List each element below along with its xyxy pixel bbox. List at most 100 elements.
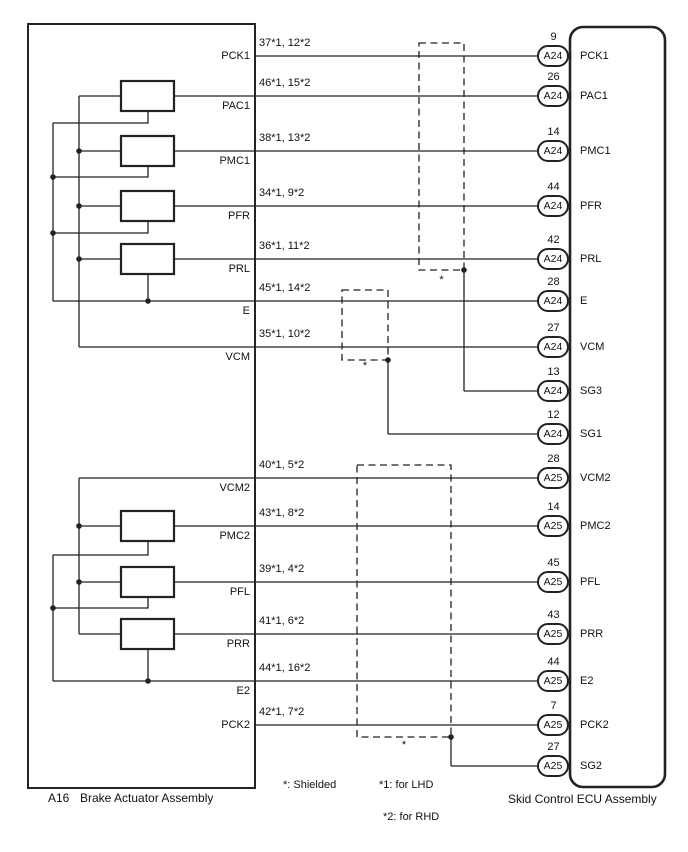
shield-box-upper bbox=[418, 42, 465, 271]
terminal-oval-pmc2 bbox=[537, 515, 569, 537]
ecu-pin-label-sg1: SG1 bbox=[580, 428, 603, 440]
pin-label-pck2: PCK2 bbox=[221, 719, 250, 731]
ecu-pin-label-sg3: SG3 bbox=[580, 385, 603, 397]
connector-badge-sg1: A24 bbox=[543, 428, 563, 440]
terminal-oval-prl bbox=[537, 248, 569, 270]
connector-badge-sg2: A25 bbox=[543, 760, 563, 772]
wire-code-pck2: 42*1, 7*2 bbox=[259, 706, 305, 718]
ecu-pin-label-pac1: PAC1 bbox=[580, 90, 608, 102]
terminal-number-prr: 43 bbox=[547, 609, 560, 621]
wire-code-pac1: 46*1, 15*2 bbox=[259, 77, 311, 89]
terminal-number-pck1: 9 bbox=[550, 31, 557, 43]
ecu-pin-label-e: E bbox=[580, 295, 588, 307]
ecu-pin-label-e2: E2 bbox=[580, 675, 594, 687]
connector-badge-pfl: A25 bbox=[543, 576, 563, 588]
left-assembly-code: A16 bbox=[48, 791, 70, 805]
terminal-number-pfl: 45 bbox=[547, 557, 560, 569]
pin-label-prr: PRR bbox=[226, 638, 250, 650]
wire-code-prl: 36*1, 11*2 bbox=[259, 240, 310, 252]
pin-label-vcm: VCM bbox=[225, 351, 250, 363]
pin-label-vcm2: VCM2 bbox=[219, 482, 250, 494]
terminal-oval-sg2 bbox=[537, 755, 569, 777]
ecu-pin-label-pck1: PCK1 bbox=[580, 50, 609, 62]
wire-code-vcm: 35*1, 10*2 bbox=[259, 328, 311, 340]
terminal-number-sg2: 27 bbox=[547, 741, 560, 753]
terminal-number-prl: 42 bbox=[547, 234, 560, 246]
terminal-oval-sg3 bbox=[537, 380, 569, 402]
wire-code-pfl: 39*1, 4*2 bbox=[259, 563, 305, 575]
signal-wires bbox=[53, 55, 538, 767]
wire-code-pfr: 34*1, 9*2 bbox=[259, 187, 305, 199]
connector-badge-prl: A24 bbox=[543, 253, 563, 265]
terminal-oval-pfr bbox=[537, 195, 569, 217]
connector-badge-pfr: A24 bbox=[543, 200, 563, 212]
connector-badge-pck1: A24 bbox=[543, 50, 563, 62]
connector-badge-e: A24 bbox=[543, 295, 563, 307]
shield-boxes bbox=[341, 42, 465, 738]
connector-badge-e2: A25 bbox=[543, 675, 563, 687]
connector-badge-vcm2: A25 bbox=[543, 472, 563, 484]
shield-marker-lower: * bbox=[401, 739, 407, 751]
terminal-oval-prr bbox=[537, 623, 569, 645]
wire-code-prr: 41*1, 6*2 bbox=[259, 615, 305, 627]
pin-label-pac1: PAC1 bbox=[222, 100, 250, 112]
terminal-oval-vcm2 bbox=[537, 467, 569, 489]
connector-badge-pac1: A24 bbox=[543, 90, 563, 102]
ecu-pin-label-vcm: VCM bbox=[580, 341, 605, 353]
terminal-number-pmc1: 14 bbox=[547, 126, 560, 138]
terminal-number-sg1: 12 bbox=[547, 409, 560, 421]
legend-shielded: *: Shielded bbox=[283, 779, 337, 791]
ecu-box bbox=[568, 25, 667, 789]
shield-marker-middle: * bbox=[362, 360, 368, 372]
terminal-oval-pac1 bbox=[537, 85, 569, 107]
pin-label-pck1: PCK1 bbox=[221, 50, 250, 62]
terminal-oval-pck2 bbox=[537, 714, 569, 736]
connector-badge-pmc2: A25 bbox=[543, 520, 563, 532]
ecu-pin-label-vcm2: VCM2 bbox=[580, 472, 611, 484]
terminal-oval-vcm bbox=[537, 336, 569, 358]
ecu-pin-label-pfr: PFR bbox=[580, 200, 602, 212]
internal-bus-wires bbox=[52, 96, 149, 681]
shield-box-lower bbox=[356, 464, 452, 738]
left-assembly-caption: Brake Actuator Assembly bbox=[80, 791, 214, 805]
ecu-pin-label-pck2: PCK2 bbox=[580, 719, 609, 731]
brake-actuator-box bbox=[27, 23, 256, 789]
terminal-oval-e bbox=[537, 290, 569, 312]
ecu-pin-label-prl: PRL bbox=[580, 253, 602, 265]
pin-label-e: E bbox=[242, 305, 250, 317]
junction-dots bbox=[50, 148, 467, 740]
shield-box-middle bbox=[341, 289, 389, 361]
shield-marker-upper: * bbox=[439, 274, 444, 286]
connector-badge-pmc1: A24 bbox=[543, 145, 563, 157]
terminal-number-sg3: 13 bbox=[547, 366, 560, 378]
terminal-number-vcm: 27 bbox=[547, 322, 560, 334]
pin-label-pmc2: PMC2 bbox=[219, 530, 250, 542]
wire-code-e: 45*1, 14*2 bbox=[259, 282, 311, 294]
terminal-oval-e2 bbox=[537, 670, 569, 692]
terminal-oval-sg1 bbox=[537, 423, 569, 445]
terminal-number-vcm2: 28 bbox=[547, 453, 560, 465]
terminal-oval-pmc1 bbox=[537, 140, 569, 162]
shield-drain-wires bbox=[387, 270, 465, 766]
connector-ovals bbox=[537, 45, 569, 777]
pin-label-pfl: PFL bbox=[229, 586, 250, 598]
right-assembly-caption: Skid Control ECU Assembly bbox=[508, 792, 657, 806]
wire-code-e2: 44*1, 16*2 bbox=[259, 662, 311, 674]
terminal-number-pck2: 7 bbox=[550, 700, 557, 712]
terminal-number-e: 28 bbox=[547, 276, 560, 288]
wire-code-pmc2: 43*1, 8*2 bbox=[259, 507, 305, 519]
wire-code-pmc1: 38*1, 13*2 bbox=[259, 132, 311, 144]
pin-label-pmc1: PMC1 bbox=[219, 155, 250, 167]
legend-rhd-note: *2: for RHD bbox=[383, 811, 440, 823]
pin-label-pfr: PFR bbox=[228, 210, 250, 222]
connector-badge-sg3: A24 bbox=[543, 385, 563, 397]
ecu-pin-label-pfl: PFL bbox=[580, 576, 601, 588]
legend-lhd-note: *1: for LHD bbox=[379, 779, 434, 791]
ecu-pin-label-pmc1: PMC1 bbox=[580, 145, 611, 157]
pin-label-prl: PRL bbox=[228, 263, 250, 275]
wire-code-vcm2: 40*1, 5*2 bbox=[259, 459, 305, 471]
terminal-oval-pfl bbox=[537, 571, 569, 593]
ecu-pin-label-sg2: SG2 bbox=[580, 760, 603, 772]
